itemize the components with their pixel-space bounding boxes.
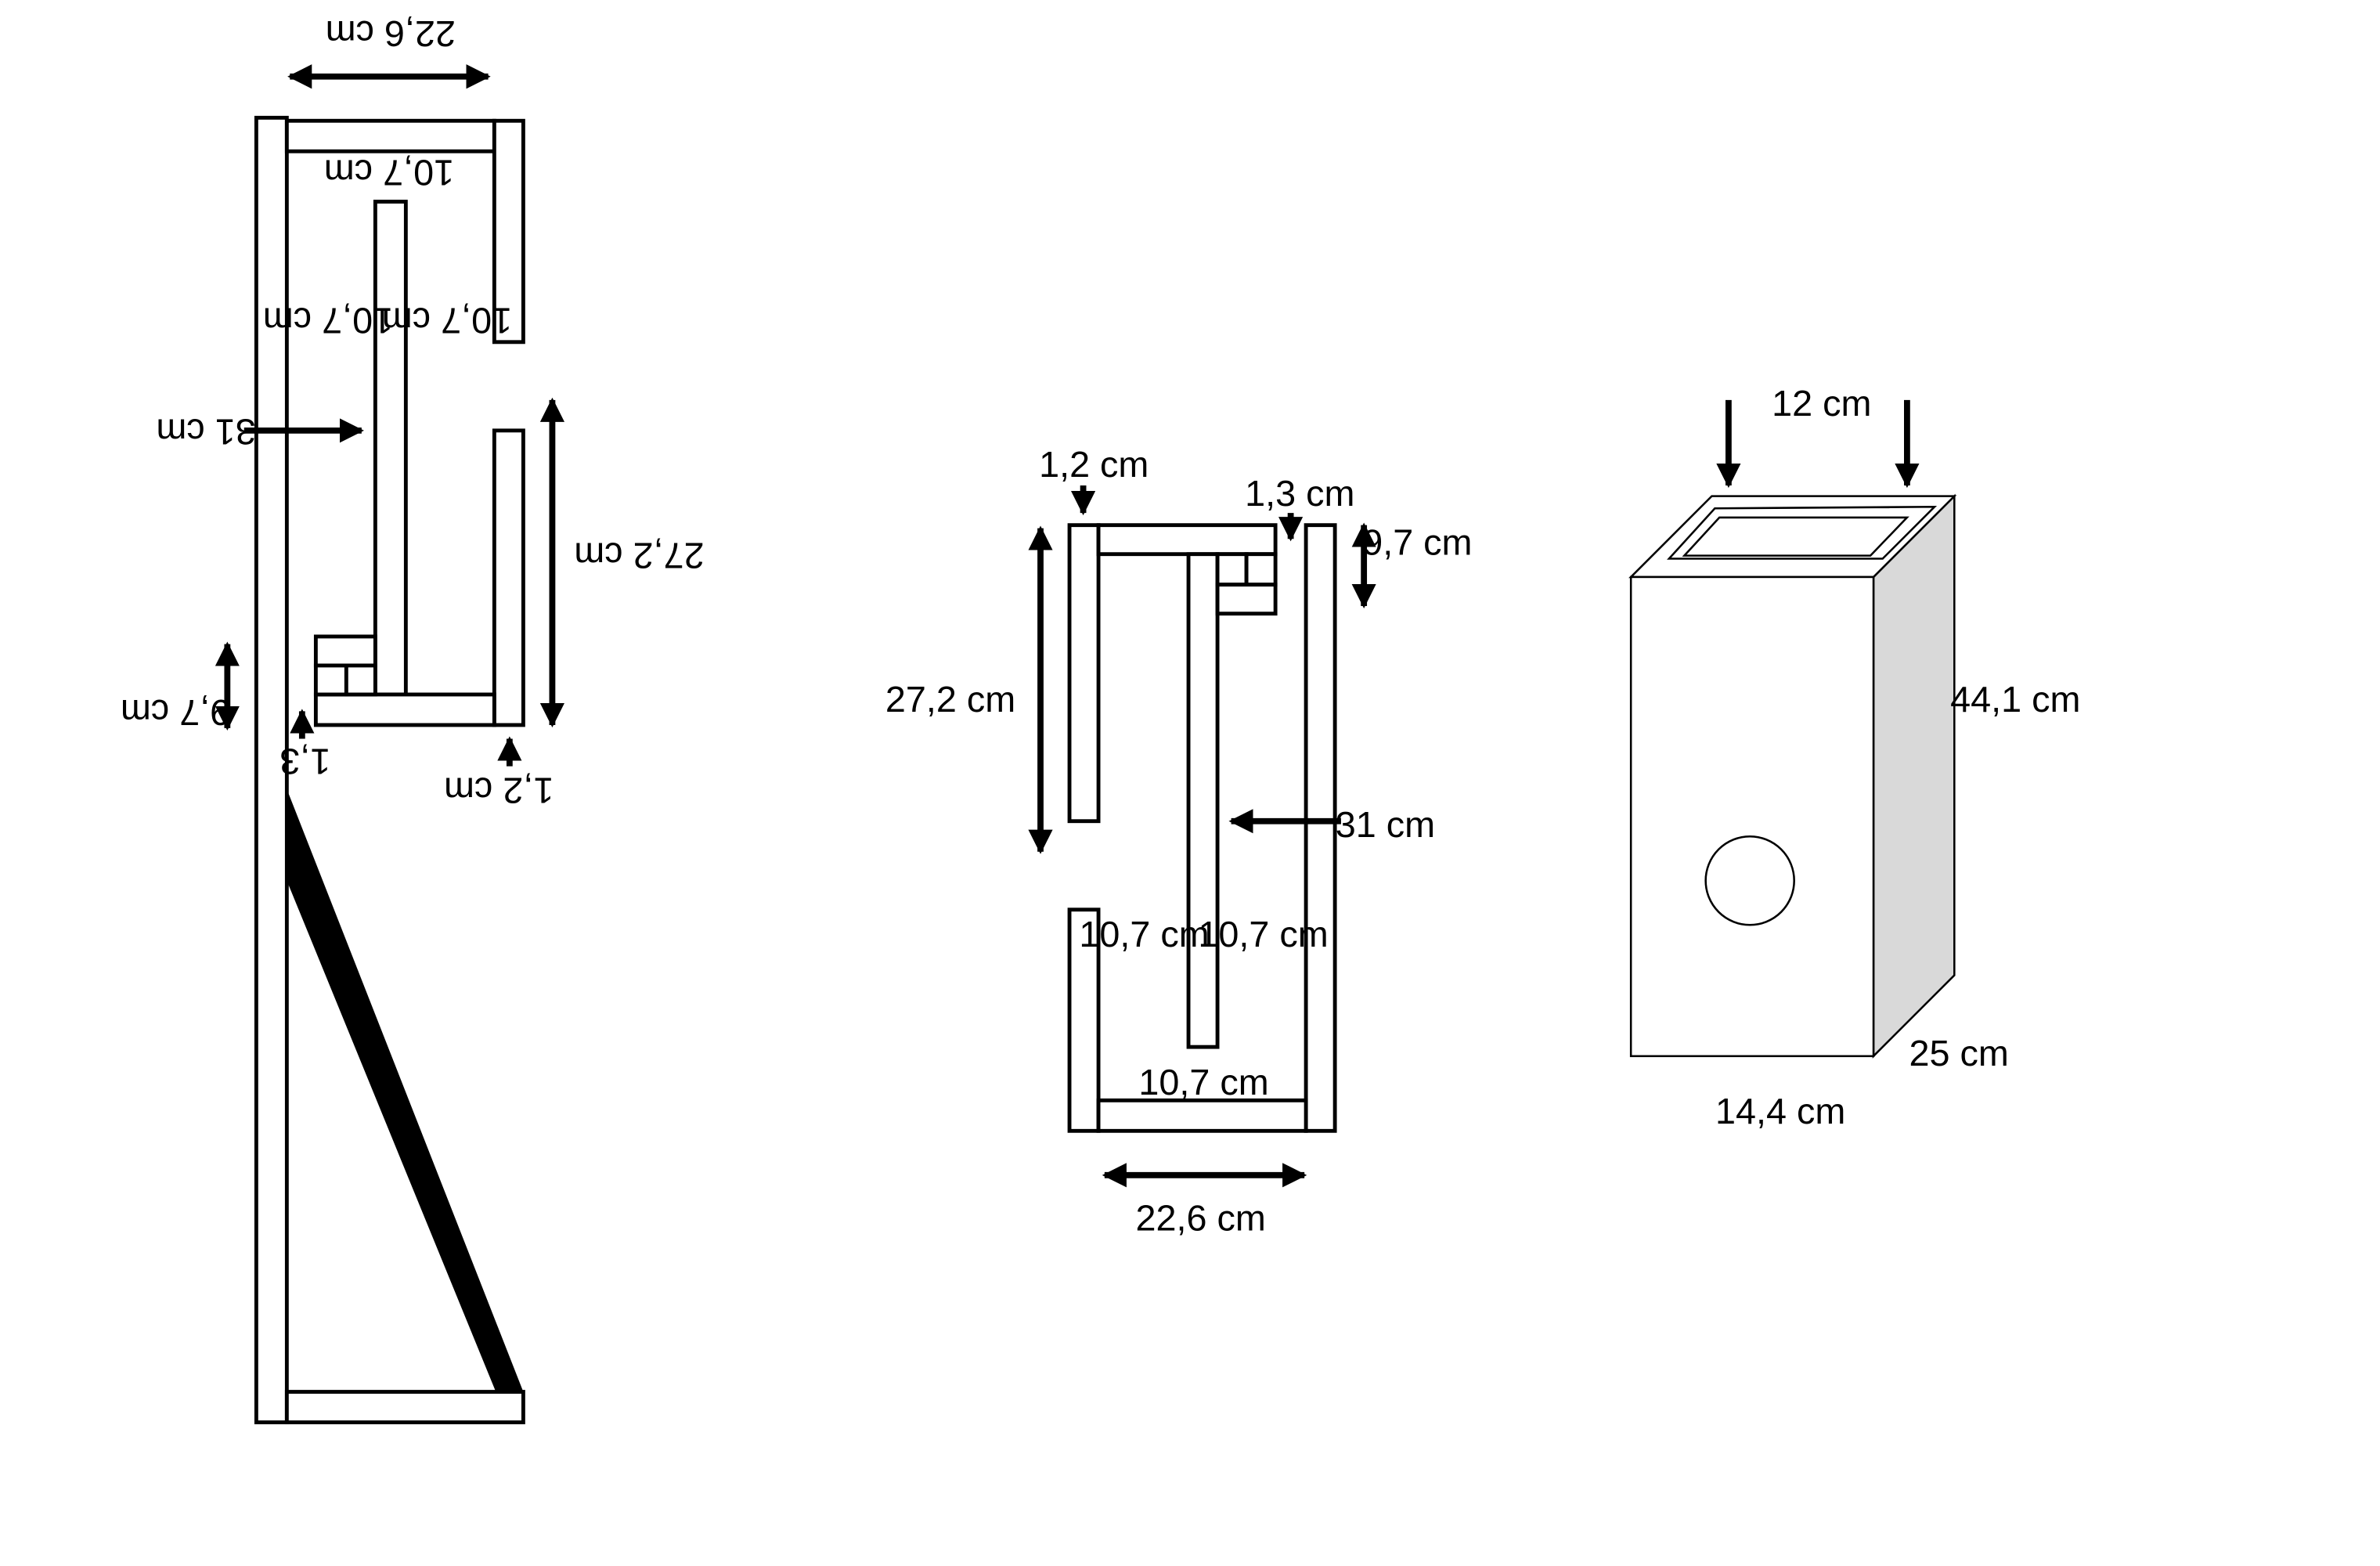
mid-left-lower-board (1067, 907, 1101, 1133)
mid-bottom-board (1096, 1098, 1308, 1133)
left-lower-right-board (492, 428, 525, 727)
left-top-board (284, 118, 496, 153)
left-bottom-inner-board (313, 692, 496, 727)
left-spacer-block-a (313, 663, 348, 697)
mid-inner-board (1186, 552, 1220, 1049)
box-front-width-label: 14,4 cm (1715, 1091, 1845, 1131)
box-height-label: 44,1 cm (1950, 679, 2080, 720)
left-upper-right-board (492, 118, 525, 345)
mid-bottom-inner-label: 10,7 cm (1138, 1062, 1268, 1102)
left-spacer-block-b (344, 663, 377, 697)
middle-section-drawing: 1,2 cm 1,3 cm 9,7 cm 27,2 cm 31 cm 10,7 … (885, 444, 1473, 1239)
left-inner-left-label: 10,7 cm (263, 300, 393, 341)
left-width-label: 22,6 cm (326, 13, 456, 54)
mid-spacer-block-a (1215, 552, 1249, 587)
left-31-label: 31 cm (156, 412, 255, 453)
box-depth-label: 25 cm (1909, 1033, 2008, 1073)
mid-272-label: 27,2 cm (885, 679, 1015, 720)
left-long-board (254, 115, 289, 1424)
mid-12-label: 1,2 cm (1039, 444, 1149, 485)
mid-right-board (1304, 523, 1337, 1133)
left-inner-board (373, 200, 408, 697)
mid-top-board (1096, 523, 1278, 557)
mid-97-label: 9,7 cm (1362, 521, 1472, 562)
left-272-label: 27,2 cm (574, 535, 704, 576)
left-inner-right-label: 10,7 cm (382, 300, 512, 341)
box-side-face (1872, 493, 1956, 1059)
left-top-inner-label: 10,7 cm (324, 152, 454, 193)
box-front-face (1629, 576, 1875, 1058)
box-sound-hole (1704, 835, 1795, 926)
mid-inner-right-label: 10,7 cm (1198, 914, 1328, 954)
box-top-width-label: 12 cm (1772, 383, 1871, 424)
left-base-board (284, 1390, 525, 1424)
left-13-label: 1,3 (279, 741, 330, 781)
box-top-frame-outer (1667, 505, 1938, 560)
mid-31-label: 31 cm (1336, 804, 1435, 845)
mid-width-label: 22,6 cm (1135, 1198, 1265, 1239)
left-spacer-block-top (313, 634, 377, 668)
box-top-opening (1682, 516, 1909, 557)
mid-inner-left-label: 10,7 cm (1079, 914, 1209, 954)
mid-left-upper-board (1067, 523, 1101, 824)
mid-spacer-block-b (1244, 552, 1278, 587)
left-12-label: 1,2 cm (444, 770, 554, 810)
mid-13-label: 1,3 cm (1245, 473, 1354, 514)
left-97-label: 9,7 cm (121, 692, 230, 733)
mid-spacer-block-bottom (1215, 583, 1278, 616)
left-diagonal-brace (287, 788, 524, 1392)
box-perspective-drawing: 12 cm 44,1 cm 25 cm 14,4 cm (1628, 383, 2080, 1131)
left-section-drawing: 22,6 cm 10,7 cm 10,7 cm 10,7 cm 31 cm 27… (121, 13, 705, 1424)
